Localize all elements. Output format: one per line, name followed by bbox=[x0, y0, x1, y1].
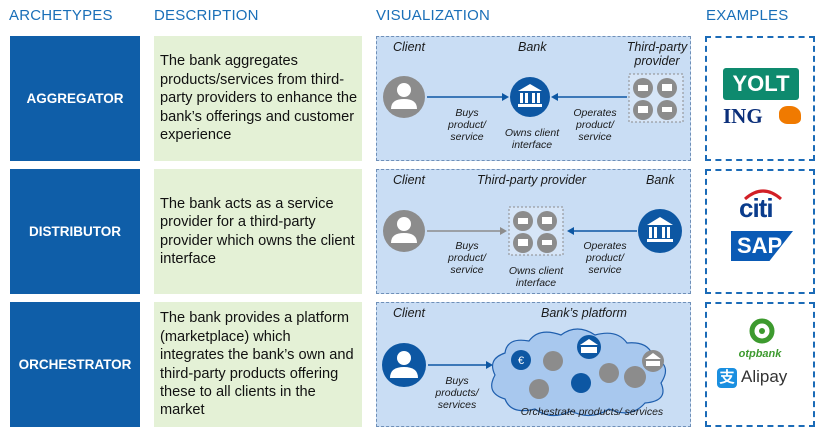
examples-aggregator: YOLT ING bbox=[705, 36, 815, 161]
archetype-distributor: DISTRIBUTOR bbox=[10, 169, 140, 294]
svg-text:€: € bbox=[518, 355, 524, 367]
yolt-logo: YOLT bbox=[723, 68, 799, 100]
label-operates: Operates product/ service bbox=[573, 107, 617, 143]
ing-logo: ING bbox=[723, 104, 763, 128]
bank-icon bbox=[638, 209, 682, 253]
label-banks-platform: Bank’s platform bbox=[541, 306, 627, 320]
label-client: Client bbox=[393, 173, 425, 187]
description-orchestrator: The bank provides a platform (marketplac… bbox=[154, 302, 362, 427]
label-client: Client bbox=[393, 306, 425, 320]
description-aggregator: The bank aggregates products/services fr… bbox=[154, 36, 362, 161]
header-visualization: VISUALIZATION bbox=[376, 7, 491, 24]
label-owns-interface: Owns client interface bbox=[508, 265, 564, 289]
visualization-aggregator: Client Bank Third-party provider Buys pr… bbox=[376, 36, 691, 161]
archetype-orchestrator: ORCHESTRATOR bbox=[10, 302, 140, 427]
label-buys: Buys products/ services bbox=[435, 375, 479, 411]
bank-icon bbox=[510, 77, 550, 117]
label-third-party-provider: Third-party provider bbox=[477, 173, 587, 187]
citi-arc-icon bbox=[744, 189, 782, 201]
visualization-orchestrator: Client Bank’s platform € Buys products/ … bbox=[376, 302, 691, 427]
label-operates: Operates product/ service bbox=[583, 240, 627, 276]
examples-orchestrator: otpbank 支 Alipay bbox=[705, 302, 815, 427]
label-bank: Bank bbox=[518, 40, 547, 54]
archetype-aggregator: AGGREGATOR bbox=[10, 36, 140, 161]
provider-icons-group bbox=[508, 206, 564, 256]
label-third-party-provider: Third-party provider bbox=[626, 40, 688, 68]
label-bank: Bank bbox=[646, 173, 675, 187]
aggregator-diagram bbox=[383, 73, 684, 123]
header-description: DESCRIPTION bbox=[154, 7, 259, 24]
header-examples: EXAMPLES bbox=[706, 7, 789, 24]
label-buys: Buys product/ service bbox=[448, 240, 486, 276]
label-buys: Buys product/ service bbox=[448, 107, 486, 143]
client-icon bbox=[382, 343, 426, 387]
distributor-diagram bbox=[383, 206, 682, 256]
client-icon bbox=[383, 76, 425, 118]
header-archetypes: ARCHETYPES bbox=[9, 7, 113, 24]
otpbank-logo: otpbank bbox=[738, 348, 782, 360]
client-icon bbox=[383, 210, 425, 252]
description-distributor: The bank acts as a service provider for … bbox=[154, 169, 362, 294]
sap-logo: SAP bbox=[731, 231, 793, 261]
orchestrator-diagram: € bbox=[382, 328, 667, 417]
alipay-icon: 支 bbox=[717, 368, 737, 388]
otpbank-emblem-icon bbox=[749, 318, 775, 344]
service-icons: € bbox=[511, 335, 664, 399]
label-client: Client bbox=[393, 40, 425, 54]
visualization-distributor: Client Third-party provider Bank Buys pr… bbox=[376, 169, 691, 294]
ing-lion-icon bbox=[779, 106, 801, 124]
alipay-logo: Alipay bbox=[741, 367, 788, 386]
examples-distributor: citi SAP bbox=[705, 169, 815, 294]
label-orchestrate: Orchestrate products/ services bbox=[520, 406, 664, 418]
label-owns-interface: Owns client interface bbox=[504, 127, 560, 151]
provider-icons-group bbox=[628, 73, 684, 123]
